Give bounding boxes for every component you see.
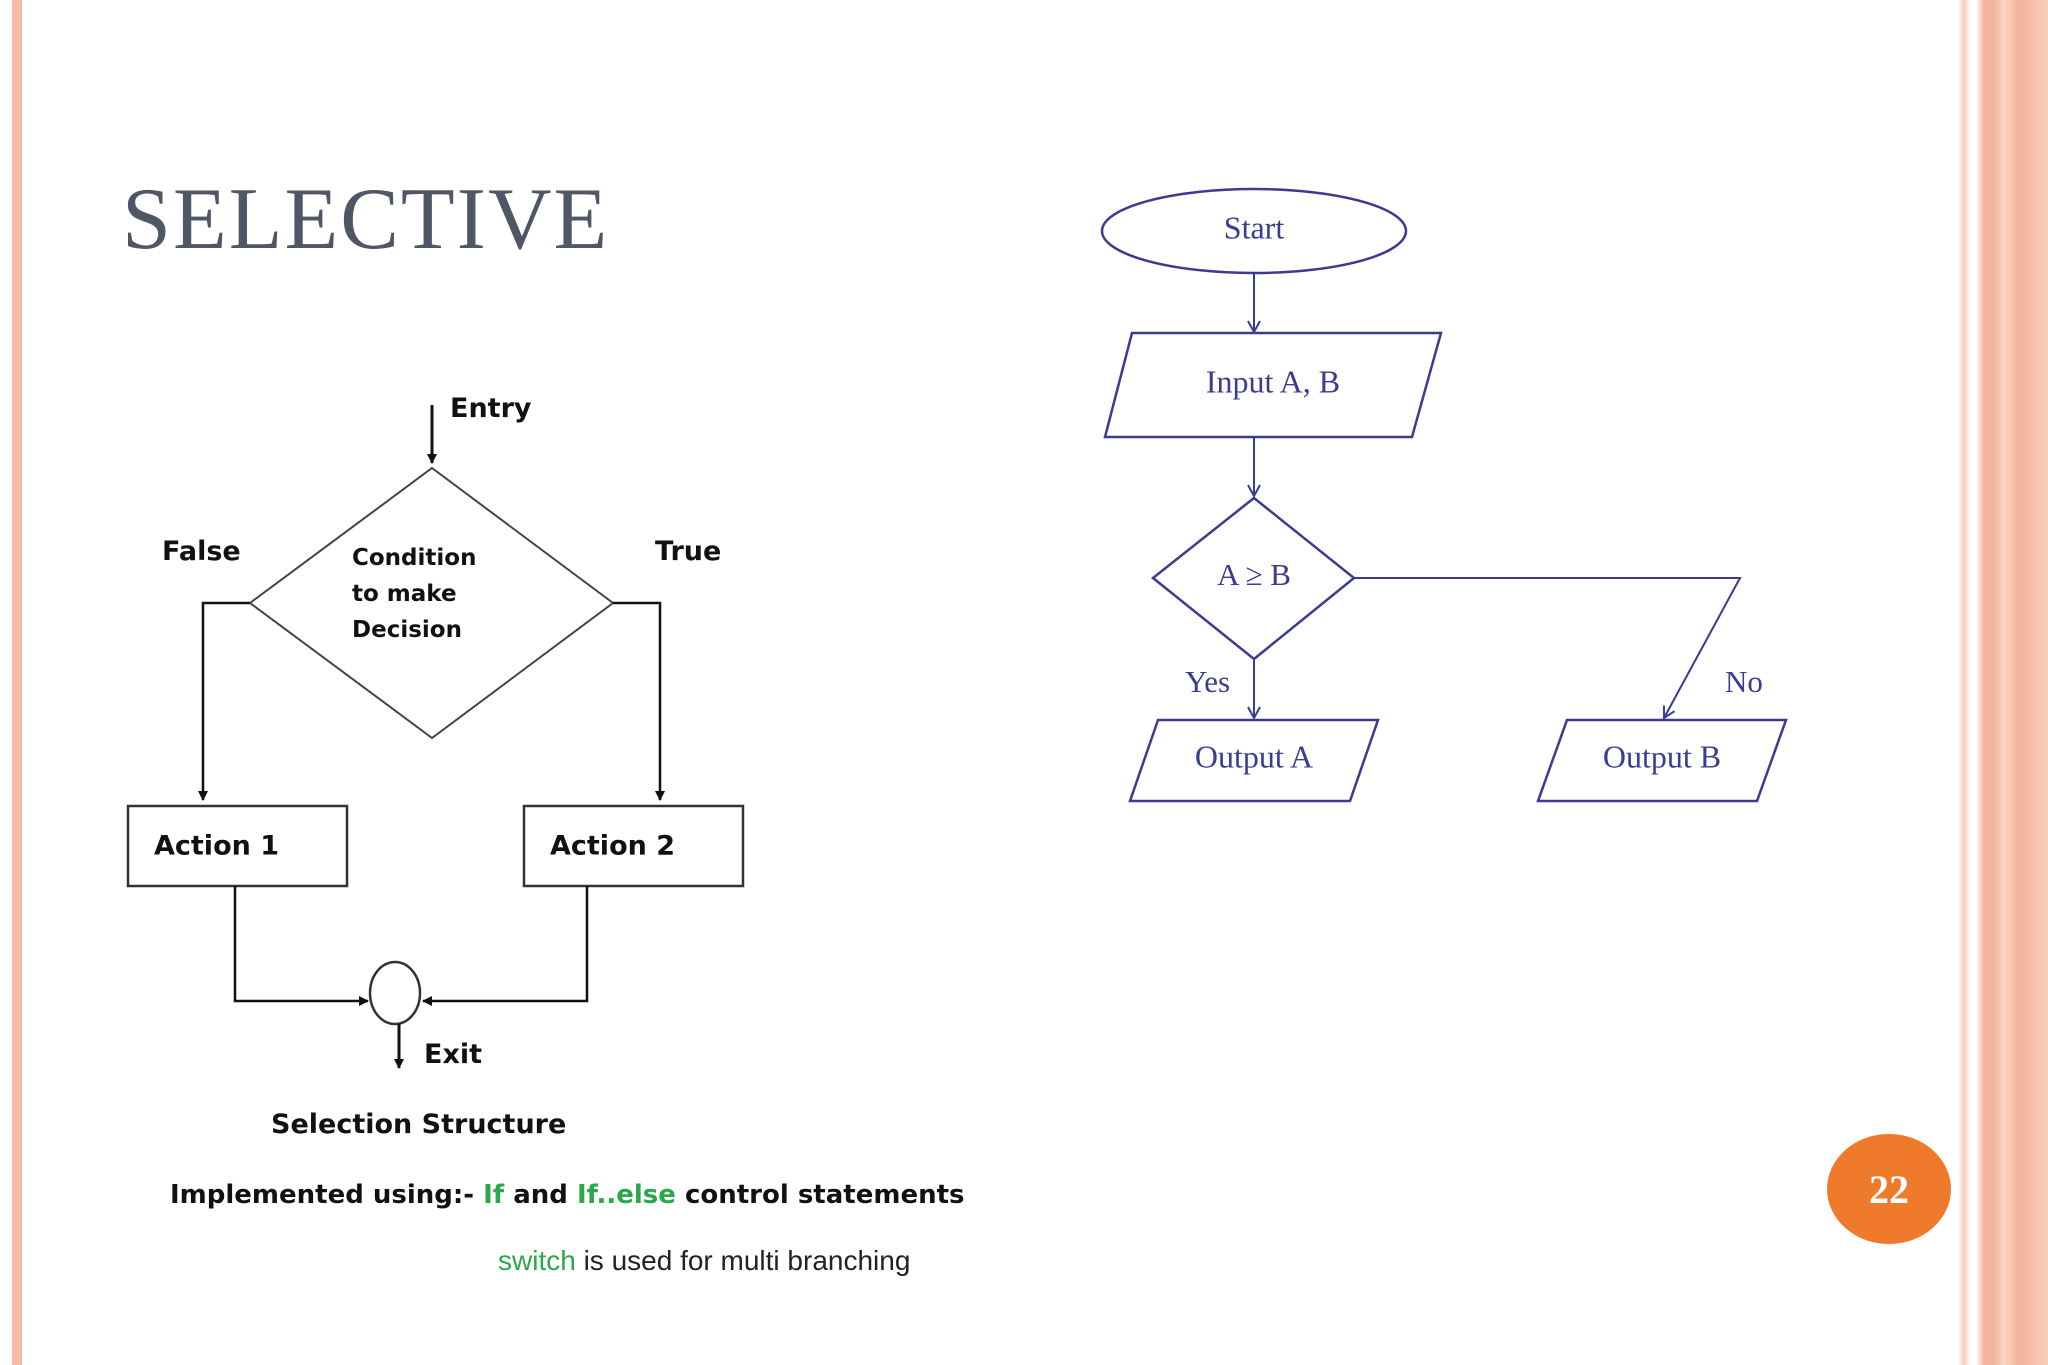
- input-label: Input A, B: [1206, 363, 1340, 399]
- output-b-label: Output B: [1603, 738, 1721, 774]
- page-number-badge: 22: [1827, 1134, 1951, 1244]
- true-label: True: [655, 536, 721, 567]
- no-arrow: [1354, 577, 1742, 718]
- true-branch-arrow: [613, 601, 665, 801]
- decision-label: A ≥ B: [1217, 557, 1291, 592]
- join-circle: [368, 960, 422, 1026]
- selection-structure-diagram: Entry Condition to make Decision False T…: [126, 393, 745, 1140]
- input-parallelogram: [1103, 331, 1443, 439]
- false-label: False: [162, 536, 241, 567]
- no-label: No: [1725, 664, 1763, 699]
- action1-to-join-arrow: [233, 886, 369, 1006]
- exit-label: Exit: [424, 1039, 482, 1070]
- note-suffix: control statements: [675, 1180, 965, 1210]
- note-and: and: [504, 1180, 577, 1210]
- implementation-note: Implemented using:- If and If..else cont…: [170, 1180, 965, 1210]
- condition-line-2: to make: [352, 581, 457, 607]
- note-prefix: Implemented using:-: [170, 1180, 484, 1210]
- action2-box: [522, 804, 745, 888]
- switch-note: switch is used for multi branching: [498, 1245, 910, 1277]
- diagram-caption: Selection Structure: [271, 1109, 566, 1140]
- false-branch-arrow: [198, 601, 250, 801]
- entry-label: Entry: [450, 393, 532, 424]
- yes-label: Yes: [1185, 664, 1230, 699]
- condition-line-3: Decision: [352, 617, 462, 643]
- action2-label: Action 2: [550, 831, 675, 862]
- decision-diamond: [248, 466, 615, 740]
- start-label: Start: [1224, 209, 1285, 245]
- output-b-parallelogram: [1536, 718, 1788, 803]
- switch-note-suffix: is used for multi branching: [575, 1245, 911, 1276]
- if-else-flowchart: Start Input A, B A ≥ B Yes No Output A O…: [1100, 187, 1788, 803]
- right-border-stripes: [1958, 0, 2048, 1365]
- left-border-stripe: [12, 0, 22, 1365]
- condition-line-1: Condition: [352, 545, 476, 571]
- ifelse-keyword: If..else: [576, 1180, 676, 1210]
- slide-title: SELECTIVE: [122, 171, 610, 268]
- switch-keyword: switch: [498, 1245, 576, 1276]
- output-a-parallelogram: [1128, 718, 1380, 803]
- action1-label: Action 1: [154, 831, 279, 862]
- action1-box: [126, 804, 349, 888]
- if-keyword: If: [483, 1180, 505, 1210]
- output-a-label: Output A: [1195, 738, 1313, 774]
- action2-to-join-arrow: [422, 886, 589, 1006]
